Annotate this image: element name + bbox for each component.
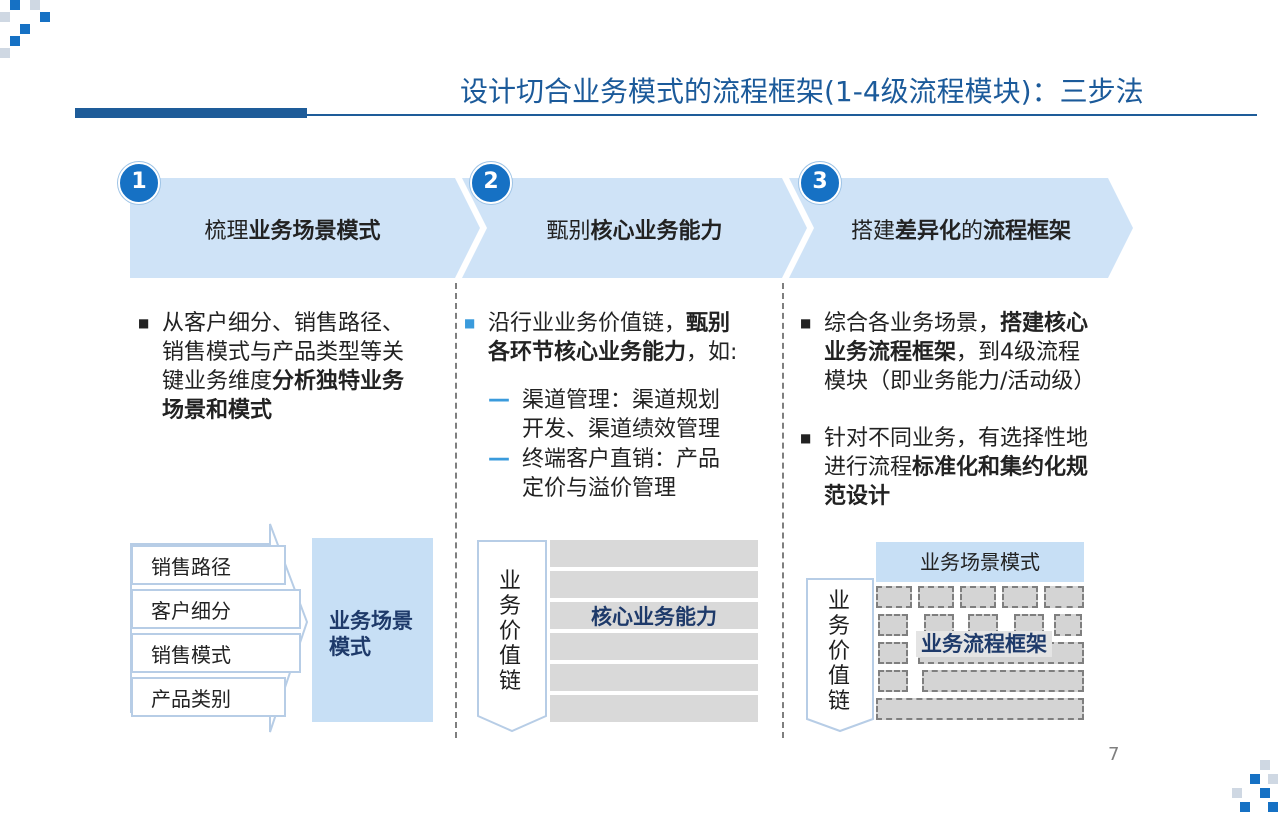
col3-scenario-header: 业务场景模式 xyxy=(876,542,1084,582)
col2-grid-label: 核心业务能力 xyxy=(591,605,717,629)
column-divider-2 xyxy=(782,283,784,738)
step-title-2: 甄别核心业务能力 xyxy=(546,219,723,244)
step-title-3: 搭建差异化的流程框架 xyxy=(850,219,1072,244)
col1-bullet: ■ 从客户细分、销售路径、 销售模式与产品类型等关 键业务维度分析独特业务 场景… xyxy=(138,311,405,423)
col3-process-grid: 业务流程框架 xyxy=(876,586,1084,722)
corner-decoration-bottom-right xyxy=(1220,760,1280,822)
corner-decoration-top-left xyxy=(0,0,60,60)
chevron-step-1 xyxy=(130,178,480,278)
chevron-step-3 xyxy=(789,178,1133,278)
bullet-square-icon: ■ xyxy=(800,431,812,445)
step-number-1: 1 xyxy=(118,162,160,204)
col2-capability-grid: 核心业务能力 xyxy=(550,540,758,722)
title-rule-thick xyxy=(75,108,307,118)
col3-bullet-2: ■ 针对不同业务，有选择性地 进行流程标准化和集约化规 范设计 xyxy=(800,426,1089,509)
chevron-step-2 xyxy=(462,178,807,278)
step-number-2: 2 xyxy=(470,162,512,204)
col2-bullet: ■ 沿行业业务价值链，甄别 各环节核心业务能力，如: xyxy=(464,311,738,365)
dash-icon: — xyxy=(488,387,510,412)
col3-value-chain-label: 业 务 价 值 链 xyxy=(827,589,850,714)
step-number-3: 3 xyxy=(799,162,841,204)
bullet-square-icon: ■ xyxy=(138,316,150,330)
col3-value-chain-shape xyxy=(806,578,874,733)
title-rule-thin xyxy=(307,114,1257,116)
col2-value-chain-label: 业 务 价 值 链 xyxy=(498,569,521,694)
col2-sub-2: — 终端客户直销：产品 定价与溢价管理 xyxy=(488,446,721,501)
col1-item-sales-path: 销售路径 xyxy=(131,545,286,585)
col1-item-product-category: 产品类别 xyxy=(131,677,286,717)
col1-item-customer-segment: 客户细分 xyxy=(131,589,301,629)
col2-sub-1: — 渠道管理：渠道规划 开发、渠道绩效管理 xyxy=(488,387,721,442)
dash-icon: — xyxy=(488,446,510,471)
page-number: 7 xyxy=(1108,744,1120,765)
col2-value-chain-shape xyxy=(477,540,547,733)
slide-title: 设计切合业务模式的流程框架(1-4级流程模块)：三步法 xyxy=(460,75,1144,108)
col3-bullet-1: ■ 综合各业务场景，搭建核心 业务流程框架，到4级流程 模块（即业务能力/活动级… xyxy=(800,311,1096,394)
bullet-square-icon: ■ xyxy=(464,316,476,330)
bullet-square-icon: ■ xyxy=(800,316,812,330)
col3-grid-label: 业务流程框架 xyxy=(916,631,1052,657)
col1-scenario-panel: 业务场景 模式 xyxy=(312,538,433,722)
col1-item-sales-mode: 销售模式 xyxy=(131,633,301,673)
col1-panel-label-line2: 模式 xyxy=(329,635,371,659)
step-title-1: 梳理业务场景模式 xyxy=(204,219,381,244)
col1-panel-label-line1: 业务场景 xyxy=(329,609,413,633)
col3-header-label: 业务场景模式 xyxy=(920,550,1040,574)
column-divider-1 xyxy=(455,283,457,738)
